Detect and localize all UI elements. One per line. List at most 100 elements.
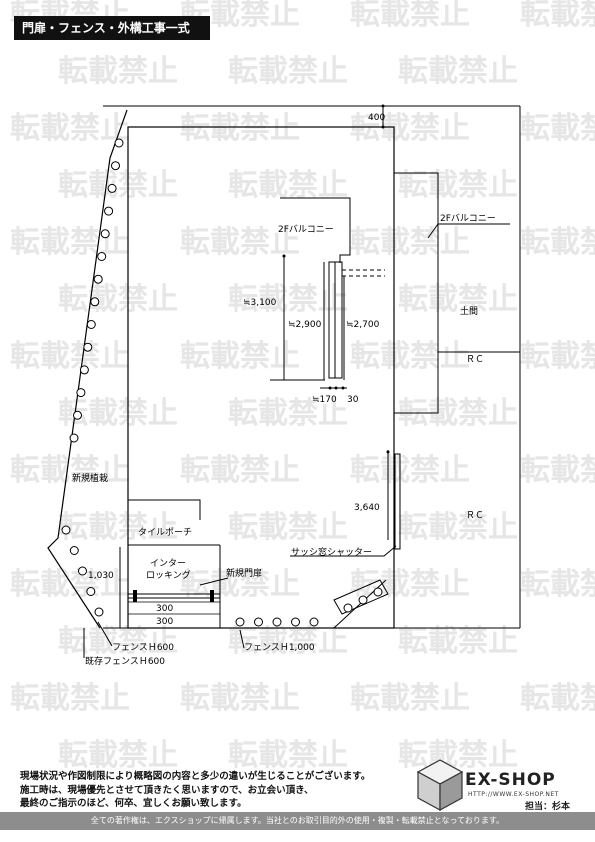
site-notice: 現場状況や作図制限により概略図の内容と多少の違いが生じることがございます。 施工… <box>20 770 410 811</box>
watermark-text: 転載禁止 <box>350 225 470 260</box>
planting-circle <box>358 595 368 605</box>
dim-3640-label: 3,640 <box>354 503 380 513</box>
logo-name: EX-SHOP <box>465 770 556 790</box>
page-title: 門扉・フェンス・外構工事一式 <box>14 16 210 40</box>
gate-post-left <box>133 590 137 602</box>
watermark-text: 転載禁止 <box>180 111 300 146</box>
watermark-text: 転載禁止 <box>58 168 178 203</box>
ex-shop-logo-icon <box>416 759 464 812</box>
planting-circle <box>343 603 353 613</box>
planting-circle <box>78 566 87 576</box>
watermark-text: 転載禁止 <box>520 111 595 146</box>
interlocking-label-1: インター <box>150 558 186 569</box>
gate-post-right <box>210 590 214 602</box>
planting-label: 新規植栽 <box>72 472 108 484</box>
planting-circle <box>309 617 319 627</box>
watermark-text: 転載禁止 <box>520 453 595 488</box>
planting-circle <box>86 320 96 329</box>
shutter-leader <box>290 545 397 557</box>
watermark-text: 転載禁止 <box>10 567 130 602</box>
watermark-text: 転載禁止 <box>228 168 348 203</box>
dim-2700-label: ≒2,700 <box>346 320 380 330</box>
watermark-text: 転載禁止 <box>180 681 300 716</box>
watermark-text: 転載禁止 <box>520 567 595 602</box>
watermark-text: 転載禁止 <box>10 453 130 488</box>
watermark-text: 転載禁止 <box>228 510 348 545</box>
planting-circle <box>97 252 107 261</box>
watermark-text: 転載禁止 <box>58 282 178 317</box>
watermark-text: 転載禁止 <box>10 225 130 260</box>
watermark-text: 転載禁止 <box>520 339 595 374</box>
watermark-text: 転載禁止 <box>10 681 130 716</box>
watermark-text: 転載禁止 <box>58 738 178 773</box>
watermark-text: 転載禁止 <box>228 282 348 317</box>
watermark-text: 転載禁止 <box>10 111 130 146</box>
sash-window <box>328 261 336 379</box>
planting-circle <box>79 365 89 375</box>
watermark-text: 転載禁止 <box>520 0 595 32</box>
fence-bottom-right <box>220 579 387 629</box>
watermark-text: 転載禁止 <box>228 738 348 773</box>
watermark-text: 転載禁止 <box>58 510 178 545</box>
staff-label: 担当：杉本 <box>525 802 571 812</box>
notice-line-1: 現場状況や作図制限により概略図の内容と多少の違いが生じることがございます。 <box>20 771 371 782</box>
logo-url: HTTP://WWW.EX-SHOP.NET <box>468 791 559 798</box>
dim-300-b-label: 300 <box>156 617 173 627</box>
watermark-text: 転載禁止 <box>398 168 518 203</box>
planting-circle <box>114 138 124 148</box>
planting-circle <box>272 617 282 627</box>
planting-circle <box>69 433 79 443</box>
new-gate-label: 新規門扉 <box>226 567 262 579</box>
doma-annex <box>394 172 439 414</box>
planting-circle <box>61 525 71 535</box>
notice-line-3: 最終のご指示のほど、何卒、宜しくお願い致します。 <box>20 798 247 809</box>
shutter-label: サッシ窓シャッター <box>291 546 372 558</box>
tile-porch-outline <box>128 499 201 520</box>
watermark-text: 転載禁止 <box>520 225 595 260</box>
copyright-footer: 全ての著作権は、エクスショップに帰属します。当社とのお取引目的外の使用・複製・転… <box>0 812 595 830</box>
fence-h1000-leader <box>239 629 245 649</box>
doma-label: 土間 <box>460 305 478 317</box>
rc-top-label: ＲＣ <box>466 355 484 365</box>
planting-circle <box>83 342 93 352</box>
planting-circle <box>93 274 103 284</box>
planting-circle <box>94 607 104 617</box>
planting-circle <box>100 229 110 239</box>
fence-h600-label: フェンスＨ600 <box>112 643 174 653</box>
interlocking-label-2: ロッキング <box>146 569 191 581</box>
planting-circle <box>373 587 383 597</box>
planting-circle <box>254 617 263 627</box>
watermark-text: 転載禁止 <box>58 624 178 659</box>
planting-circle <box>104 206 114 216</box>
watermark-text: 転載禁止 <box>228 54 348 89</box>
watermark-text: 転載禁止 <box>398 282 518 317</box>
balcony-right-leader <box>427 223 510 239</box>
gate-leader <box>199 577 229 586</box>
sash-frame <box>334 261 343 379</box>
dim-2900-label: ≒2,900 <box>288 320 322 330</box>
watermark-text: 転載禁止 <box>228 396 348 431</box>
dim-170-label: ≒170 <box>312 395 337 405</box>
planting-circle <box>111 161 120 171</box>
watermark-text: 転載禁止 <box>520 681 595 716</box>
planting-circle <box>90 297 100 307</box>
watermark-text: 転載禁止 <box>350 453 470 488</box>
watermark-text: 転載禁止 <box>10 339 130 374</box>
notice-line-2: 施工時は、現場優先とさせて頂きたく思いますので、お立会い頂き、 <box>20 784 314 796</box>
watermark-text: 転載禁止 <box>350 111 470 146</box>
planting-circle <box>69 546 79 555</box>
fence-block-slanted <box>333 579 389 615</box>
watermark-text: 転載禁止 <box>228 624 348 659</box>
watermark-text: 転載禁止 <box>398 510 518 545</box>
dim-30-label: 30 <box>347 395 359 405</box>
dim-300-a-label: 300 <box>156 604 173 614</box>
watermark-text: 転載禁止 <box>58 54 178 89</box>
balcony-left-label: 2Fバルコニー <box>278 224 334 235</box>
balcony-right-label: 2Fバルコニー <box>440 213 496 224</box>
dim-3100-label: ≒3,100 <box>243 298 277 308</box>
watermark-text: 転載禁止 <box>398 54 518 89</box>
watermark-text: 転載禁止 <box>180 453 300 488</box>
planting-circle <box>291 617 300 627</box>
watermark-layer: 転載禁止転載禁止転載禁止転載禁止転載禁止転載禁止転載禁止転載禁止転載禁止転載禁止… <box>10 0 595 773</box>
